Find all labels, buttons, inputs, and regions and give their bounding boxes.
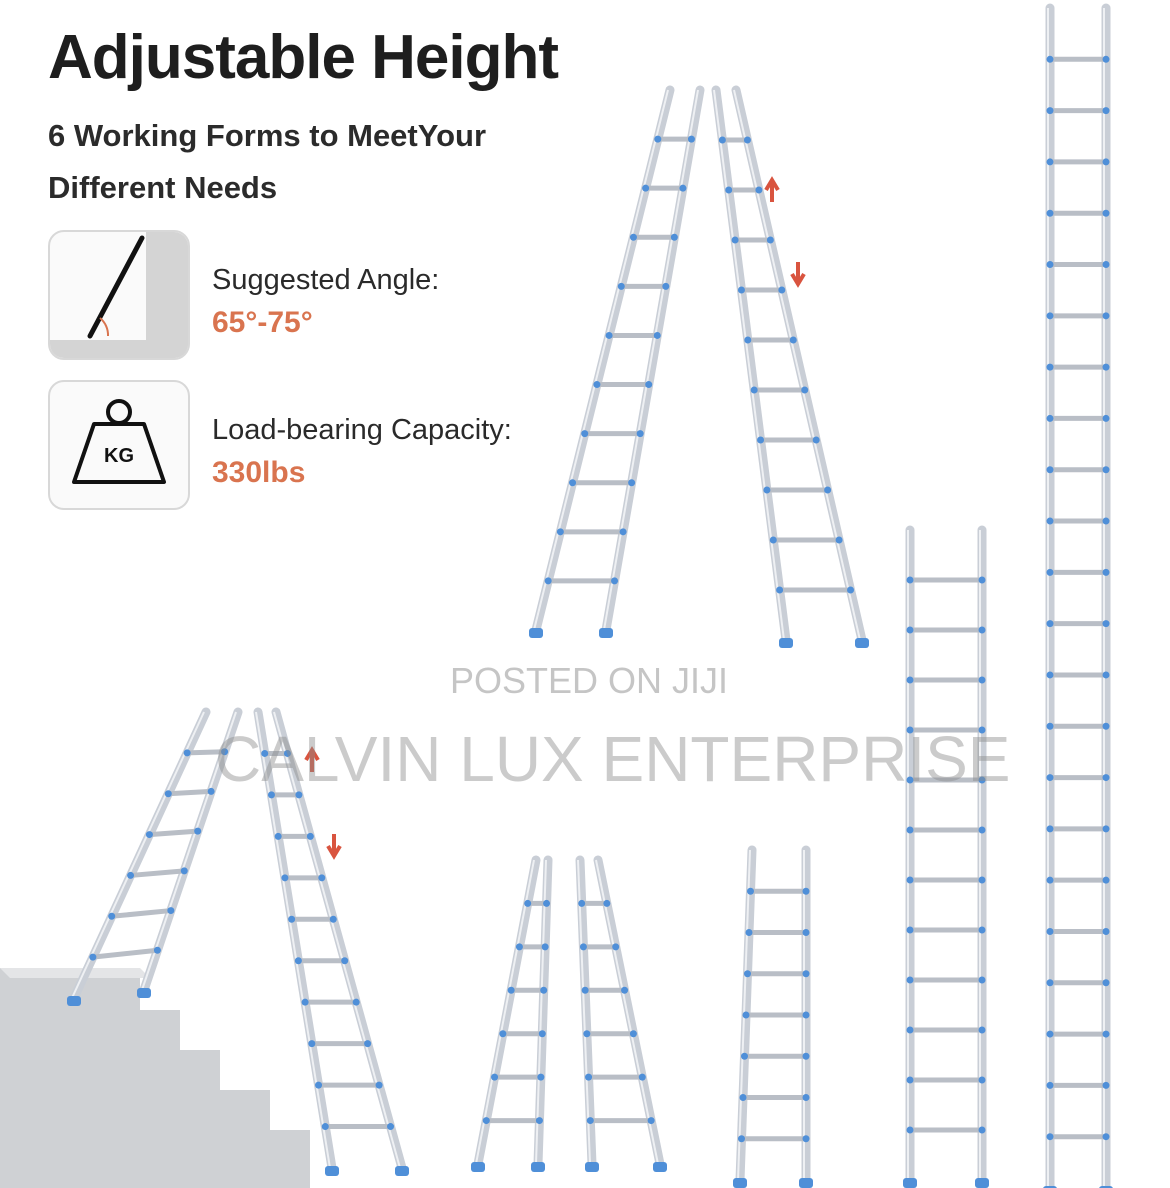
- staircase-illustration: [0, 968, 310, 1188]
- arrow-icons: [304, 176, 806, 860]
- a-frame-ladder-large: [529, 85, 869, 648]
- watermark-posted: POSTED ON JIJI: [450, 660, 729, 701]
- angle-card: [48, 230, 190, 360]
- watermark-enterprise: CALVIN LUX ENTERPRISE: [215, 723, 1011, 795]
- folded-ladder: [733, 845, 813, 1188]
- up-arrow-icon: [764, 176, 780, 202]
- down-arrow-icon: [790, 262, 806, 288]
- weight-kg-label: KG: [104, 445, 134, 467]
- load-card: KG: [48, 380, 190, 510]
- a-frame-ladder-small: [471, 855, 667, 1172]
- page-title: Adjustable Height: [48, 23, 559, 92]
- up-arrow-icon: [304, 746, 320, 772]
- stair-ladder: [67, 707, 409, 1176]
- angle-value: 65°-75°: [212, 306, 313, 339]
- straight-ladder: [903, 525, 989, 1188]
- load-value: 330lbs: [212, 456, 306, 489]
- weight-kg-icon: KG: [72, 399, 166, 484]
- page-subtitle: 6 Working Forms to MeetYour Different Ne…: [48, 118, 487, 205]
- down-arrow-icon: [326, 834, 342, 860]
- angle-label: Suggested Angle:: [212, 264, 440, 296]
- load-label: Load-bearing Capacity:: [212, 414, 512, 446]
- ladder-angle-icon: [50, 232, 188, 358]
- extension-ladder-tall: [1043, 3, 1113, 1188]
